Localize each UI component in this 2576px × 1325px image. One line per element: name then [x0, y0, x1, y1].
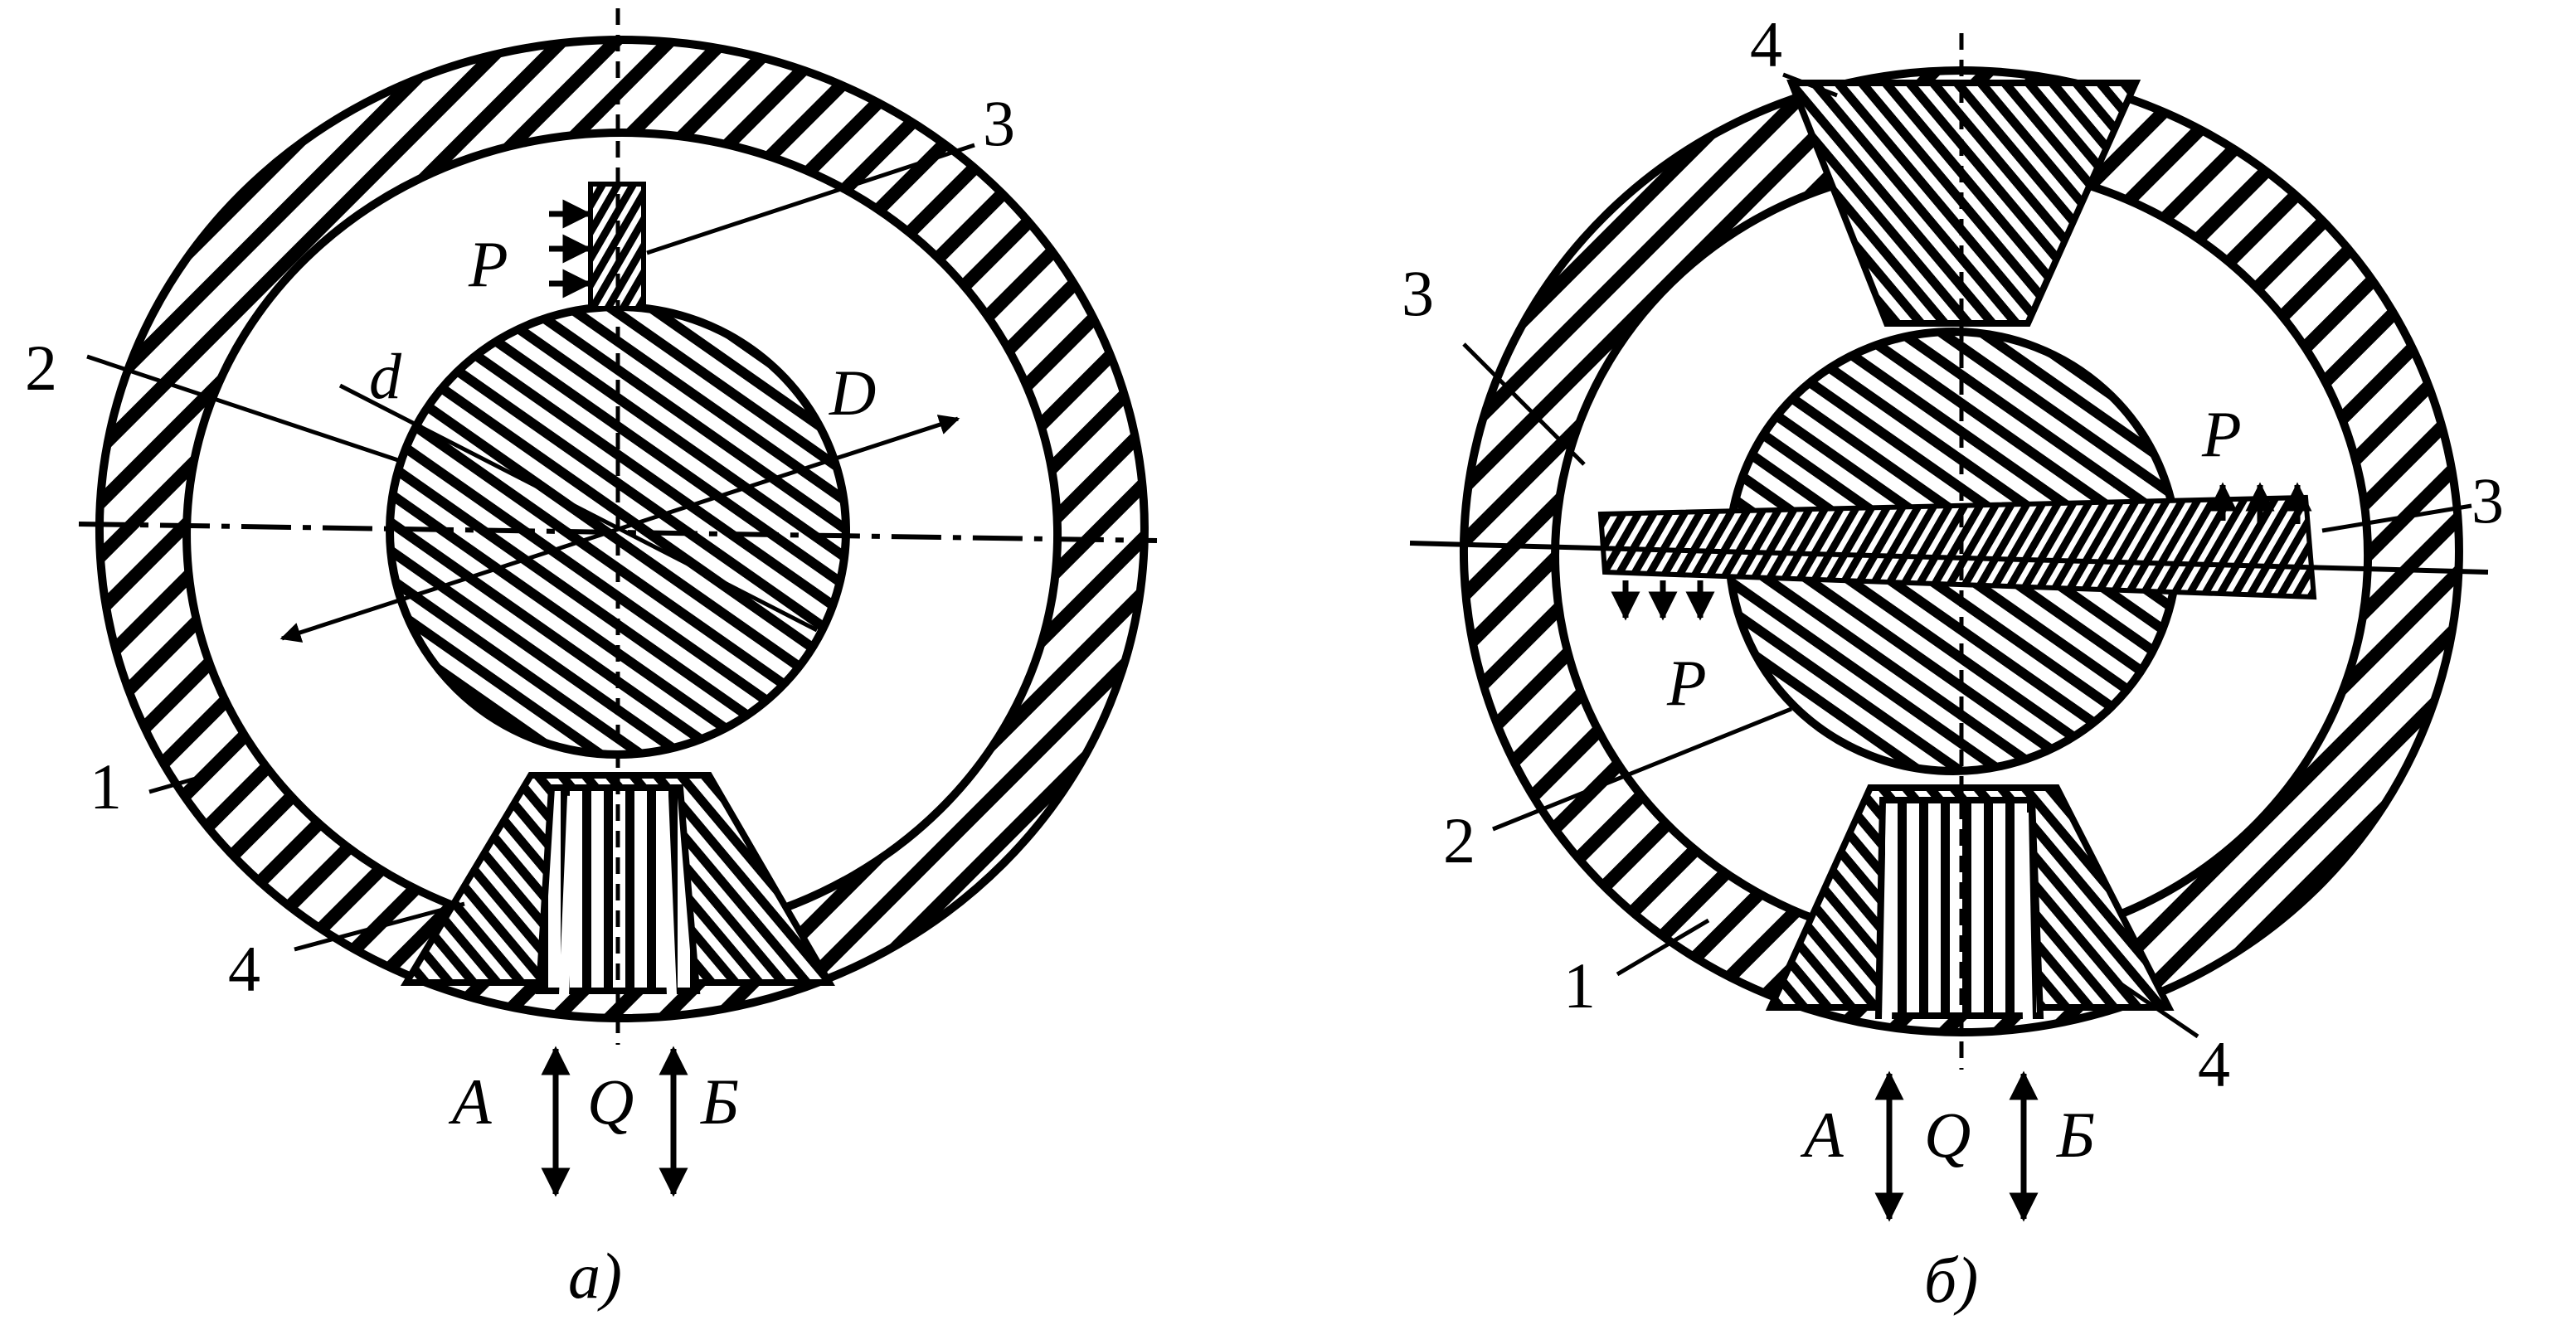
caption-b: б) — [1924, 1244, 1978, 1316]
callout-2-a: 2 — [25, 332, 57, 404]
port-a-label-a: A — [448, 1065, 492, 1138]
horizontal-axis-a — [78, 522, 1158, 543]
port-b-label-a: Б — [700, 1065, 739, 1138]
horizontal-axis-b — [1409, 541, 2489, 575]
port-q-label-a: Q — [587, 1065, 634, 1138]
callout-3-right-b: 3 — [2472, 464, 2504, 536]
callout-3-a: 3 — [983, 87, 1015, 159]
inner-diameter-label-a: d — [369, 340, 402, 412]
callout-4-bottom-b: 4 — [2198, 1028, 2230, 1100]
port-a-label-b: A — [1800, 1099, 1844, 1171]
callout-1-a: 1 — [90, 750, 122, 823]
port-b-label-b: Б — [2056, 1099, 2095, 1171]
bearing-diagram-a: 3 2 1 4 P d D A Q Б а) — [25, 8, 1158, 1312]
pressure-arrows-a — [549, 199, 592, 298]
outer-diameter-label-a: D — [829, 357, 876, 429]
callout-2-b: 2 — [1443, 804, 1475, 876]
pressure-arrows-b — [1611, 482, 2312, 621]
pressure-label-left-b: P — [1666, 647, 1707, 719]
callout-3-left-b: 3 — [1402, 257, 1434, 329]
horizontal-oil-film-b — [1597, 494, 2317, 600]
supply-channels-b — [1874, 797, 2044, 1019]
port-q-label-b: Q — [1924, 1099, 1971, 1171]
outer-diameter-line-a — [279, 415, 960, 643]
callout-4-top-b: 4 — [1750, 8, 1782, 80]
pressure-label-right-b: P — [2201, 398, 2242, 470]
callout-4-a: 4 — [228, 933, 260, 1005]
pressure-label-a: P — [468, 228, 508, 300]
bearing-diagram-b: 4 3 3 2 1 4 P P A Q Б б) — [1402, 8, 2504, 1316]
callout-1-b: 1 — [1563, 949, 1596, 1022]
caption-a: а) — [568, 1240, 622, 1312]
